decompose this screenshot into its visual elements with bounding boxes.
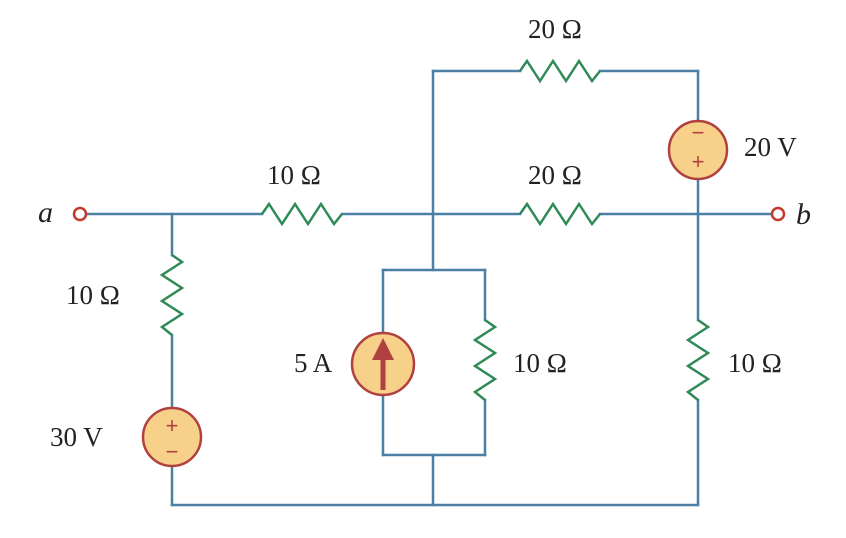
voltage-source-20v-circle [667, 119, 729, 181]
voltage-source-20v-plus: + [692, 149, 705, 174]
label-v-top-right: 20 V [744, 132, 797, 162]
voltage-source-30v: + − [141, 406, 203, 468]
label-v-left: 30 V [50, 422, 103, 452]
label-r-top: 20 Ω [528, 14, 582, 44]
terminal-b [770, 206, 786, 222]
resistor-left-vertical-10 [159, 253, 185, 336]
label-r-mid-left: 10 Ω [267, 160, 321, 190]
resistors [159, 58, 711, 401]
voltage-source-20v-minus: − [692, 120, 705, 145]
label-r-right-vertical: 10 Ω [728, 348, 782, 378]
current-arrow-up-icon [372, 338, 394, 360]
voltage-source-20v: − + [667, 119, 729, 181]
terminal-a [72, 206, 88, 222]
wires [84, 69, 774, 507]
resistor-right-vertical-10 [685, 318, 711, 401]
voltage-source-30v-plus: + [166, 413, 179, 438]
voltage-source-30v-minus: − [166, 439, 179, 464]
node-label-a: a [38, 196, 53, 229]
resistor-mid-right-20 [518, 201, 601, 227]
voltage-source-30v-circle [141, 406, 203, 468]
resistor-center-vertical-10 [472, 318, 498, 401]
resistor-top-20 [518, 58, 601, 84]
label-i-center: 5 A [294, 348, 333, 378]
label-r-center-vertical: 10 Ω [513, 348, 567, 378]
label-r-left-vertical: 10 Ω [66, 280, 120, 310]
resistor-mid-left-10 [260, 201, 343, 227]
node-label-b: b [796, 198, 811, 231]
current-source-5a [350, 331, 416, 397]
label-r-mid-right: 20 Ω [528, 160, 582, 190]
